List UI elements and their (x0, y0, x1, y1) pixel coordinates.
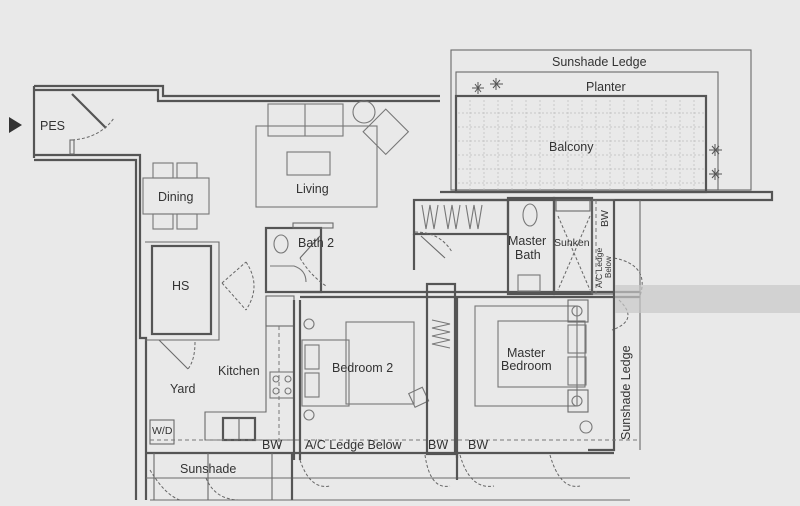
label-living: Living (296, 182, 329, 196)
hs-store (145, 241, 255, 370)
label-kitchen: Kitchen (218, 364, 260, 378)
label-dining: Dining (158, 190, 193, 204)
label-bath2: Bath 2 (298, 236, 334, 250)
label-master-bath-2: Bath (515, 248, 541, 262)
label-bw-bottom-2: BW (428, 438, 448, 452)
label-balcony: Balcony (549, 140, 594, 154)
label-wd: W/D (152, 425, 173, 437)
label-ac-ledge-below: A/C Ledge Below (305, 438, 403, 452)
yard-area (149, 419, 640, 445)
label-sunshade-bottom: Sunshade (180, 462, 236, 476)
label-master-bath-1: Master (508, 234, 546, 248)
bath2-room (264, 222, 334, 294)
label-bedroom2: Bedroom 2 (332, 361, 393, 375)
left-wall (138, 230, 148, 500)
label-sunshade-ledge-right: Sunshade Ledge (619, 345, 633, 440)
bottom-ledge (146, 451, 630, 501)
label-ac-below-vertical: Below (604, 256, 613, 278)
label-pes: PES (40, 119, 65, 133)
entrance-arrow-icon (9, 117, 22, 133)
label-bw-bottom-3: BW (468, 438, 488, 452)
label-master-bedroom-1: Master (507, 346, 545, 360)
balcony-area (440, 49, 774, 202)
watermark-blur (615, 285, 800, 313)
label-bw-bottom-1: BW (262, 438, 282, 452)
label-bw-top: BW (599, 210, 611, 227)
pes-walls (32, 84, 440, 235)
living-furniture (255, 100, 410, 208)
master-bedroom-furniture (474, 299, 593, 434)
label-sunken: Sunken (554, 237, 590, 249)
label-sunshade-ledge-top: Sunshade Ledge (552, 55, 647, 69)
master-bath (506, 196, 643, 297)
label-ac-ledge-vertical: A/C Ledge (594, 248, 604, 288)
bedroom2-furniture (292, 300, 430, 460)
plant-icon (472, 78, 722, 180)
sunshade-ledge-right (588, 200, 641, 452)
label-planter: Planter (586, 80, 626, 94)
label-hs: HS (172, 279, 189, 293)
bedroom2-wardrobe (425, 282, 459, 458)
label-master-bedroom-2: Bedroom (501, 359, 552, 373)
dining-table (142, 162, 210, 230)
label-yard: Yard (170, 382, 196, 396)
wardrobe-master (421, 204, 483, 230)
